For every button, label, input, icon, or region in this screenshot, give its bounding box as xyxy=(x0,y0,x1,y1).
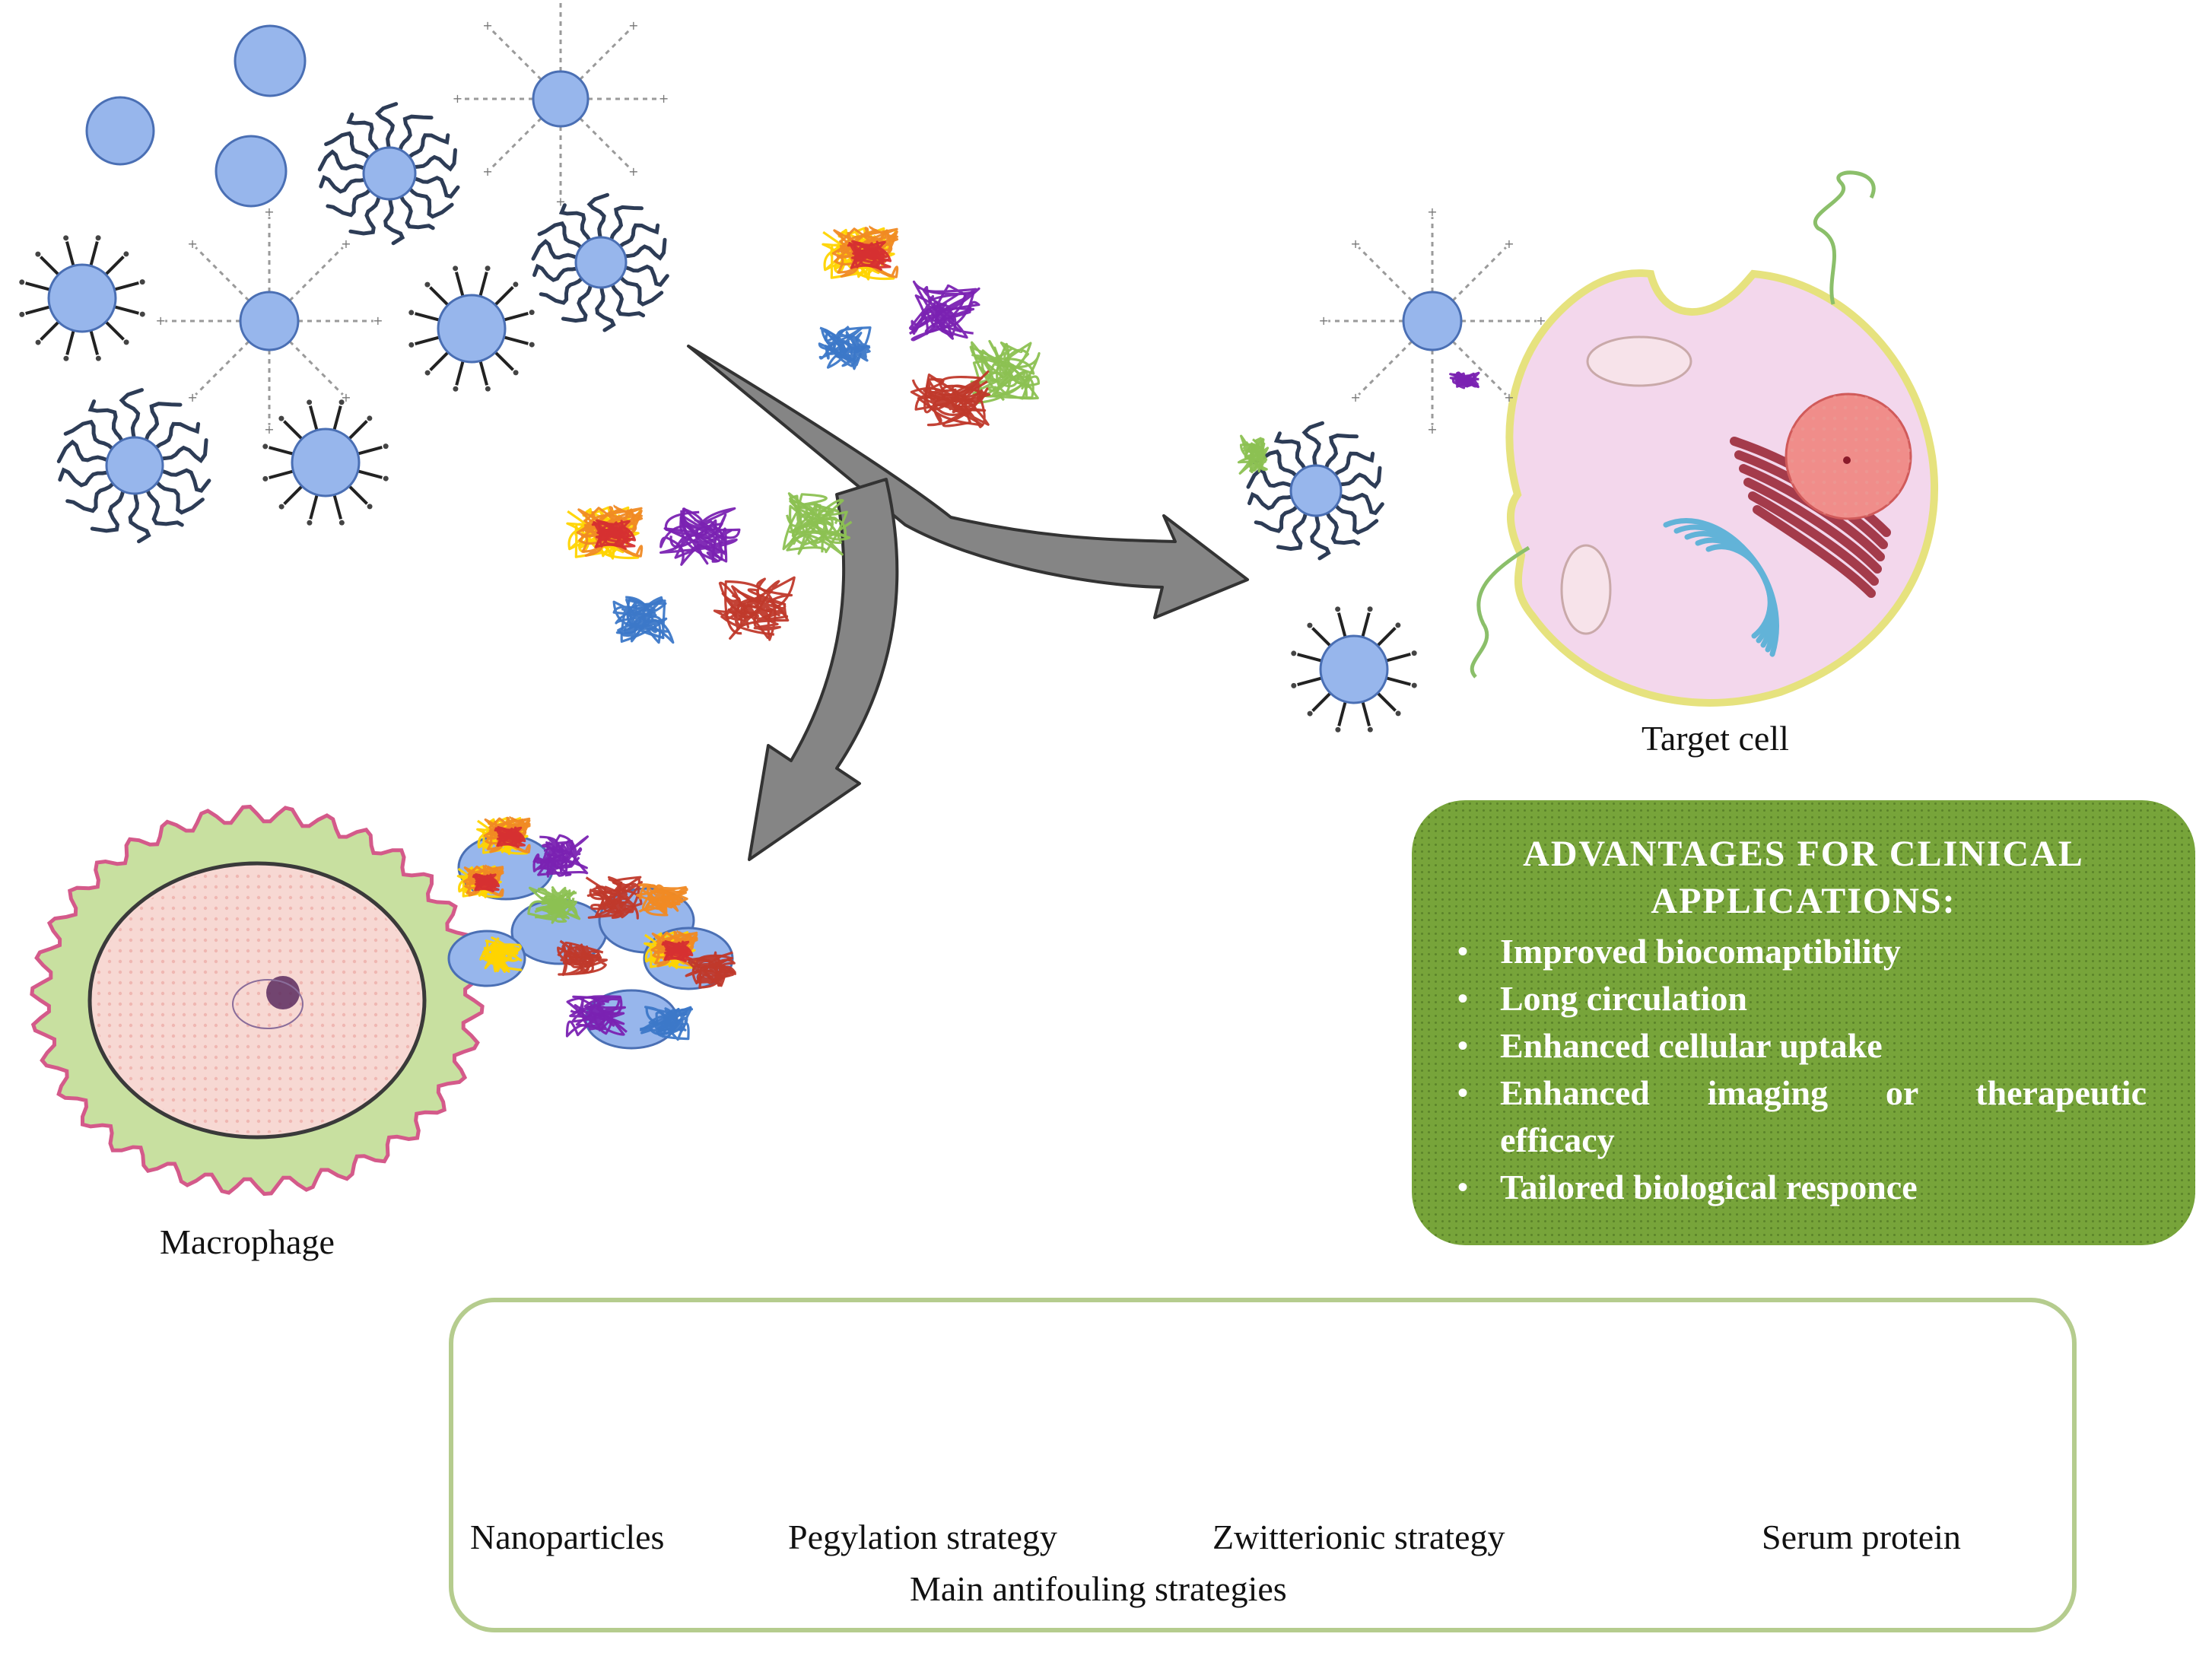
advantage-item: • Enhanced cellular uptake xyxy=(1412,1022,2195,1070)
zwitterionic-nanoparticle xyxy=(1291,606,1417,733)
advantages-title-line1: ADVANTAGES FOR CLINICAL xyxy=(1523,834,2084,874)
macrophage-nucleolus xyxy=(266,976,300,1009)
target-cell-label: Target cell xyxy=(1642,719,1789,758)
flow-arrows xyxy=(687,345,1249,861)
svg-text:+: + xyxy=(1350,390,1360,405)
serum-protein xyxy=(557,939,608,976)
mitochondrion xyxy=(1560,544,1612,635)
svg-text:+: + xyxy=(264,205,274,219)
bullet-icon: • xyxy=(1457,934,1469,968)
advantage-item: • Long circulation xyxy=(1412,975,2195,1022)
mitochondrion xyxy=(1586,335,1692,387)
pegylated-nanoparticle xyxy=(1246,421,1384,561)
serum-protein xyxy=(782,492,853,556)
serum-protein xyxy=(659,507,741,566)
serum-protein xyxy=(591,519,637,550)
svg-text:+: + xyxy=(373,313,383,328)
svg-text:+: + xyxy=(482,164,492,179)
svg-text:+: + xyxy=(187,237,197,251)
advantage-item: • Enhanced imaging or therapeutic effica… xyxy=(1412,1070,2195,1164)
advantage-item: • Tailored biological responce xyxy=(1412,1164,2195,1211)
advantage-item: • Improved biocomaptibility xyxy=(1412,928,2195,975)
advantage-text: Tailored biological responce xyxy=(1500,1168,1918,1206)
svg-text:+: + xyxy=(1427,205,1437,219)
legend-box xyxy=(449,1298,2077,1632)
microvilli xyxy=(1470,170,1876,679)
advantages-title: ADVANTAGES FOR CLINICAL APPLICATIONS: xyxy=(1412,831,2195,925)
arrow-to-target-cell xyxy=(687,345,1249,619)
svg-text:+: + xyxy=(453,91,462,106)
advantage-text: Enhanced cellular uptake xyxy=(1500,1026,1883,1065)
svg-text:+: + xyxy=(155,313,165,328)
serum-protein xyxy=(565,995,628,1038)
serum-protein xyxy=(640,1006,694,1041)
bullet-icon: • xyxy=(1457,1170,1469,1204)
svg-text:+: + xyxy=(482,18,492,33)
svg-text:+: + xyxy=(1318,313,1328,328)
serum-protein xyxy=(713,576,796,641)
nucleolus xyxy=(1843,456,1851,464)
svg-text:+: + xyxy=(1536,313,1546,328)
serum-protein xyxy=(494,825,526,849)
nanoparticle xyxy=(234,24,307,97)
pegylated-nanoparticle xyxy=(531,192,669,332)
legend-main-strategies-label: Main antifouling strategies xyxy=(910,1569,1287,1608)
serum-protein xyxy=(661,939,694,963)
pegylated-nanoparticle xyxy=(317,102,460,246)
svg-text:+: + xyxy=(341,237,351,251)
golgi-apparatus xyxy=(1663,518,1779,657)
serum-protein xyxy=(910,370,991,428)
serum-protein xyxy=(636,883,688,917)
target-cell xyxy=(1470,170,1939,707)
svg-text:+: + xyxy=(264,422,274,437)
svg-text:+: + xyxy=(187,390,197,405)
zwitterionic-nanoparticle: ++++++++ xyxy=(155,205,383,437)
legend-pegylation-label: Pegylation strategy xyxy=(788,1518,1057,1556)
bullet-icon: • xyxy=(1457,1076,1469,1110)
svg-text:+: + xyxy=(1427,422,1437,437)
svg-text:+: + xyxy=(1504,237,1514,251)
serum-protein xyxy=(532,834,589,878)
macrophage-label: Macrophage xyxy=(160,1222,335,1261)
serum-protein xyxy=(818,325,872,370)
advantage-text: Enhanced imaging or therapeutic efficacy xyxy=(1500,1073,2147,1159)
svg-text:+: + xyxy=(1504,390,1514,405)
svg-text:+: + xyxy=(555,0,565,2)
serum-protein xyxy=(847,240,892,271)
serum-protein xyxy=(1449,371,1480,389)
zwitterionic-nanoparticle: ++++++++ xyxy=(453,0,669,209)
zwitterionic-nanoparticle: + + + + + + + + xyxy=(1318,205,1546,437)
serum-protein xyxy=(527,886,581,924)
serum-protein xyxy=(969,339,1041,405)
serum-protein xyxy=(585,876,644,920)
advantages-panel: ADVANTAGES FOR CLINICAL APPLICATIONS: • … xyxy=(1412,800,2195,1245)
nanoparticle xyxy=(215,135,288,208)
bullet-icon: • xyxy=(1457,1028,1469,1063)
bullet-icon: • xyxy=(1457,981,1469,1016)
zwitterionic-nanoparticle xyxy=(408,265,535,392)
serum-protein-group xyxy=(456,225,1480,1041)
macrophage-cell xyxy=(30,804,485,1197)
legend-serum-protein-label: Serum protein xyxy=(1762,1518,1961,1556)
advantages-title-line2: APPLICATIONS: xyxy=(1651,881,1956,921)
svg-text:+: + xyxy=(628,164,638,179)
serum-protein xyxy=(1237,434,1270,475)
zwitterionic-nanoparticle xyxy=(262,399,389,526)
legend-nanoparticles-label: Nanoparticles xyxy=(470,1518,665,1556)
svg-text:+: + xyxy=(1350,237,1360,251)
advantage-text: Long circulation xyxy=(1500,979,1748,1018)
serum-protein xyxy=(612,596,675,644)
serum-protein xyxy=(685,951,736,989)
nanoparticle xyxy=(85,96,155,166)
serum-protein xyxy=(472,872,501,893)
svg-text:+: + xyxy=(628,18,638,33)
svg-text:+: + xyxy=(659,91,669,106)
serum-protein xyxy=(908,280,980,342)
legend-zwitterionic-label: Zwitterionic strategy xyxy=(1212,1518,1505,1556)
pegylated-nanoparticle xyxy=(56,388,211,544)
zwitterionic-nanoparticle xyxy=(19,235,145,361)
serum-protein xyxy=(479,936,523,973)
advantage-text: Improved biocomaptibility xyxy=(1500,932,1901,971)
arrow-to-macrophage xyxy=(748,478,899,861)
